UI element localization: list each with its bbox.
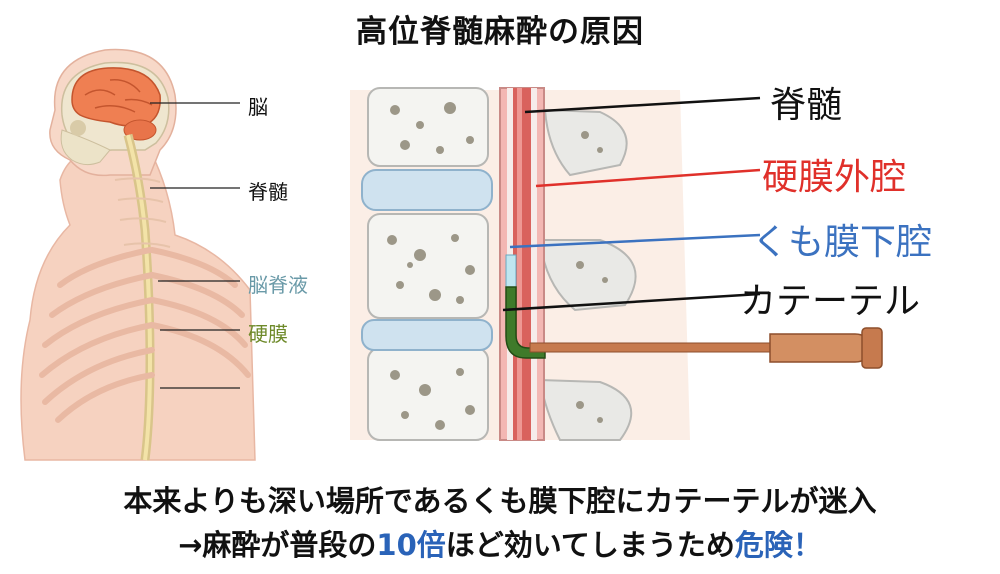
label-spinal-cord-large: 脊髄 — [770, 85, 843, 126]
label-brain: 脳 — [248, 95, 268, 119]
epidural-line — [535, 168, 761, 188]
label-subarachnoid-space: くも膜下腔 — [752, 222, 933, 263]
body-label-lines — [150, 102, 240, 389]
label-catheter: カテーテル — [740, 281, 921, 322]
explanation-emphasis-10x: 10倍 — [376, 528, 446, 562]
label-dura: 硬膜 — [248, 322, 288, 346]
explanation-danger: 危険！ — [734, 528, 822, 562]
explanation-line-2-part-c: ほど効いてしまうため — [445, 528, 735, 562]
label-epidural-space: 硬膜外腔 — [762, 157, 907, 198]
catheter-line — [502, 292, 761, 312]
page-title: 高位脊髄麻酔の原因 — [356, 14, 644, 50]
explanation-line-2: →麻酔が普段の10倍ほど効いてしまうため危険！ — [0, 522, 1000, 564]
spine-section — [350, 87, 883, 441]
explanation-line-1: 本来よりも深い場所であるくも膜下腔にカテーテルが迷入 — [123, 484, 877, 518]
subarachnoid-line — [509, 233, 761, 249]
human-body-figure — [20, 48, 256, 461]
label-spinal-cord: 脊髄 — [248, 180, 288, 204]
label-csf: 脳脊液 — [248, 273, 308, 297]
explanation-line-2-part-a: →麻酔が普段の — [178, 528, 377, 562]
spinal-cord-line — [524, 96, 761, 114]
